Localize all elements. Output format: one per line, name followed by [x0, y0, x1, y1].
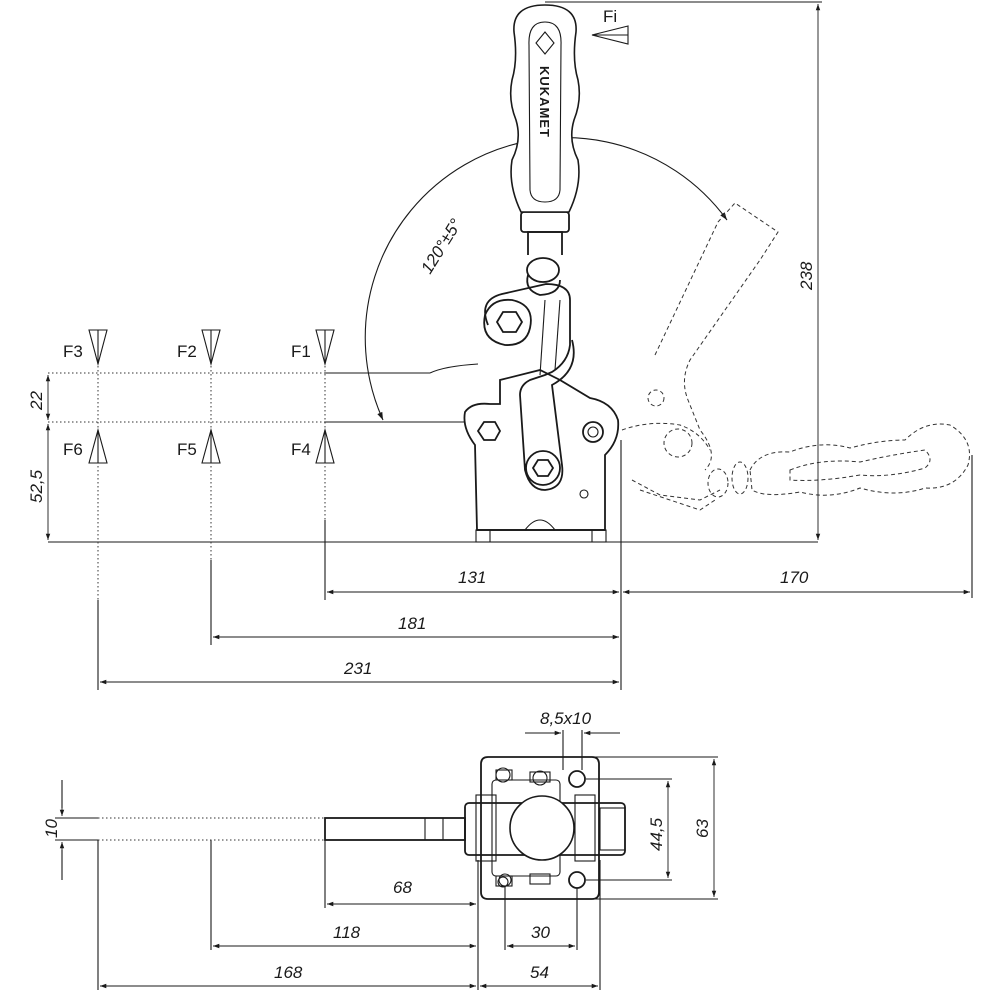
dim-lower-height: 52,5 — [27, 469, 46, 503]
dim-arm-168: 168 — [274, 963, 303, 982]
label-fi: Fi — [603, 7, 617, 26]
dim-handle-reach: 170 — [780, 568, 809, 587]
pivot-nut-left — [476, 421, 502, 441]
label-f2: F2 — [177, 342, 197, 361]
force-arrows-up — [88, 427, 335, 464]
label-f6: F6 — [63, 440, 83, 459]
top-view: 10 8,5x10 44,5 63 68 118 30 168 54 — [42, 709, 718, 990]
dim-reach-f1: 131 — [458, 568, 486, 587]
handle-vertical: KUKAMET — [509, 4, 581, 255]
dim-slot: 8,5x10 — [540, 709, 592, 728]
label-f5: F5 — [177, 440, 197, 459]
dim-base-width: 54 — [530, 963, 549, 982]
pivot-nut-bottom — [531, 459, 555, 477]
dim-reach-f2: 181 — [398, 614, 426, 633]
dim-upper-offset: 22 — [27, 391, 46, 411]
pivot-nut-top — [495, 311, 524, 333]
dim-base-height: 63 — [693, 819, 712, 838]
side-view: F3 F2 F1 F6 F5 F4 Fi 120°±5° — [27, 1, 973, 690]
linkage-arm — [483, 257, 575, 491]
force-arrows-down — [88, 329, 335, 367]
handle-open-phantom — [621, 202, 970, 511]
dim-total-height: 238 — [797, 261, 816, 291]
dim-reach-f3: 231 — [343, 659, 372, 678]
clamping-bar — [324, 817, 466, 841]
label-f3: F3 — [63, 342, 83, 361]
dim-arm-68: 68 — [393, 878, 412, 897]
dim-hole-spacing-h: 30 — [531, 923, 550, 942]
dim-bar-width: 10 — [42, 819, 61, 838]
dim-hole-spacing-v: 44,5 — [647, 817, 666, 851]
dim-arm-118: 118 — [333, 923, 361, 942]
label-f4: F4 — [291, 440, 311, 459]
swing-angle-arc — [364, 137, 728, 421]
handle-brand: KUKAMET — [537, 66, 552, 138]
clamp-base — [463, 369, 620, 543]
angle-label: 120°±5° — [417, 215, 465, 277]
label-f1: F1 — [291, 342, 311, 361]
handle-top — [509, 795, 575, 861]
